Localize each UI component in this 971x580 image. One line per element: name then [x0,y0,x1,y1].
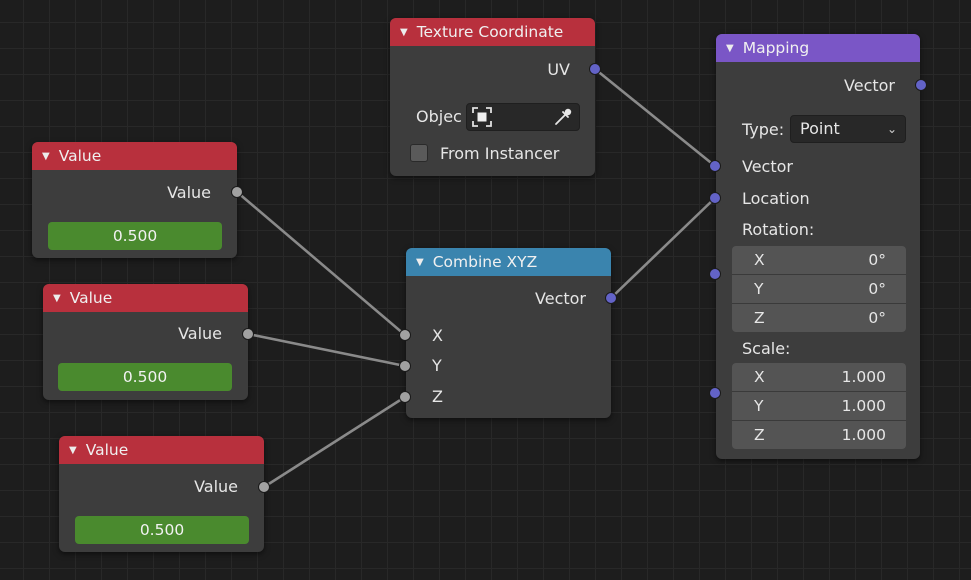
from-instancer-label: From Instancer [440,144,560,163]
rotation-y-field[interactable]: Y 0° [732,275,906,304]
scale-z-field[interactable]: Z 1.000 [732,421,906,449]
node-title: Value [85,441,129,459]
triangle-down-icon[interactable]: ▼ [53,292,61,304]
output-socket-value2[interactable] [242,328,254,340]
node-title: Texture Coordinate [416,23,564,41]
link-combine-to-mapping-location [609,196,717,300]
value-field[interactable]: 0.500 [58,363,232,391]
input-label-x: X [432,326,443,345]
triangle-down-icon[interactable]: ▼ [400,26,408,38]
axis-label: Y [754,397,764,415]
output-label-uv: UV [547,60,570,79]
input-label-z: Z [432,387,443,406]
input-label-location: Location [742,189,810,208]
input-socket-x[interactable] [399,329,411,341]
input-socket-z[interactable] [399,391,411,403]
output-socket-value3[interactable] [258,481,270,493]
field-value: 0° [868,251,886,269]
link-uv-to-mapping-vector [593,67,717,168]
input-socket-location[interactable] [709,192,721,204]
type-label: Type: [742,120,785,139]
object-target-icon[interactable] [471,106,493,128]
input-socket-mapping-vector[interactable] [709,160,721,172]
output-label: Value [178,324,222,343]
chevron-down-icon: ⌄ [886,122,897,136]
field-value: 0° [868,280,886,298]
scale-x-field[interactable]: X 1.000 [732,363,906,392]
triangle-down-icon[interactable]: ▼ [42,150,50,162]
node-header[interactable]: ▼ Mapping [716,34,920,62]
input-label-y: Y [432,356,442,375]
scale-y-field[interactable]: Y 1.000 [732,392,906,421]
object-field[interactable] [466,103,580,131]
output-socket-mapping-vector[interactable] [915,79,927,91]
scale-label: Scale: [742,339,791,358]
from-instancer-checkbox[interactable] [410,144,428,162]
node-header[interactable]: ▼ Value [59,436,264,464]
field-value: 0° [868,309,886,327]
value-node-1[interactable]: ▼ Value Value 0.500 [32,142,237,258]
output-socket-uv[interactable] [589,63,601,75]
output-label: Value [167,183,211,202]
triangle-down-icon[interactable]: ▼ [69,444,77,456]
link-value2-to-combine-y [246,332,407,368]
node-header[interactable]: ▼ Value [32,142,237,170]
axis-label: Z [754,309,765,327]
type-value: Point [800,119,840,138]
value-node-3[interactable]: ▼ Value Value 0.500 [59,436,264,552]
object-label: Objec [416,107,462,126]
axis-label: Z [754,426,765,444]
type-select[interactable]: Point ⌄ [790,115,906,143]
input-socket-y[interactable] [399,360,411,372]
rotation-z-field[interactable]: Z 0° [732,304,906,332]
axis-label: X [754,368,765,386]
axis-label: Y [754,280,764,298]
link-value1-to-combine-x [235,190,407,337]
link-value3-to-combine-z [262,395,407,489]
value-node-2[interactable]: ▼ Value Value 0.500 [43,284,248,400]
scale-fields[interactable]: X 1.000 Y 1.000 Z 1.000 [732,363,906,449]
node-title: Value [58,147,102,165]
output-socket-value1[interactable] [231,186,243,198]
input-label-vector: Vector [742,157,793,176]
eyedropper-icon[interactable] [553,107,573,127]
triangle-down-icon[interactable]: ▼ [416,256,424,268]
triangle-down-icon[interactable]: ▼ [726,42,734,54]
node-header[interactable]: ▼ Texture Coordinate [390,18,595,46]
field-value: 1.000 [841,368,886,386]
node-title: Combine XYZ [432,253,538,271]
rotation-label: Rotation: [742,220,815,239]
node-header[interactable]: ▼ Combine XYZ [406,248,611,276]
field-value: 1.000 [841,397,886,415]
input-socket-rotation[interactable] [709,268,721,280]
rotation-fields[interactable]: X 0° Y 0° Z 0° [732,246,906,332]
node-title: Value [69,289,113,307]
node-title: Mapping [742,39,810,57]
value-field[interactable]: 0.500 [75,516,249,544]
texture-coordinate-node[interactable]: ▼ Texture Coordinate UV Objec From Insta… [390,18,595,176]
mapping-node[interactable]: ▼ Mapping Vector Type: Point ⌄ Vector Lo… [716,34,920,459]
axis-label: X [754,251,765,269]
output-label-vector: Vector [844,76,895,95]
node-header[interactable]: ▼ Value [43,284,248,312]
field-value: 1.000 [841,426,886,444]
value-field[interactable]: 0.500 [48,222,222,250]
output-label: Value [194,477,238,496]
output-label-vector: Vector [535,289,586,308]
input-socket-scale[interactable] [709,387,721,399]
rotation-x-field[interactable]: X 0° [732,246,906,275]
output-socket-combine-vector[interactable] [605,292,617,304]
combine-xyz-node[interactable]: ▼ Combine XYZ Vector X Y Z [406,248,611,418]
